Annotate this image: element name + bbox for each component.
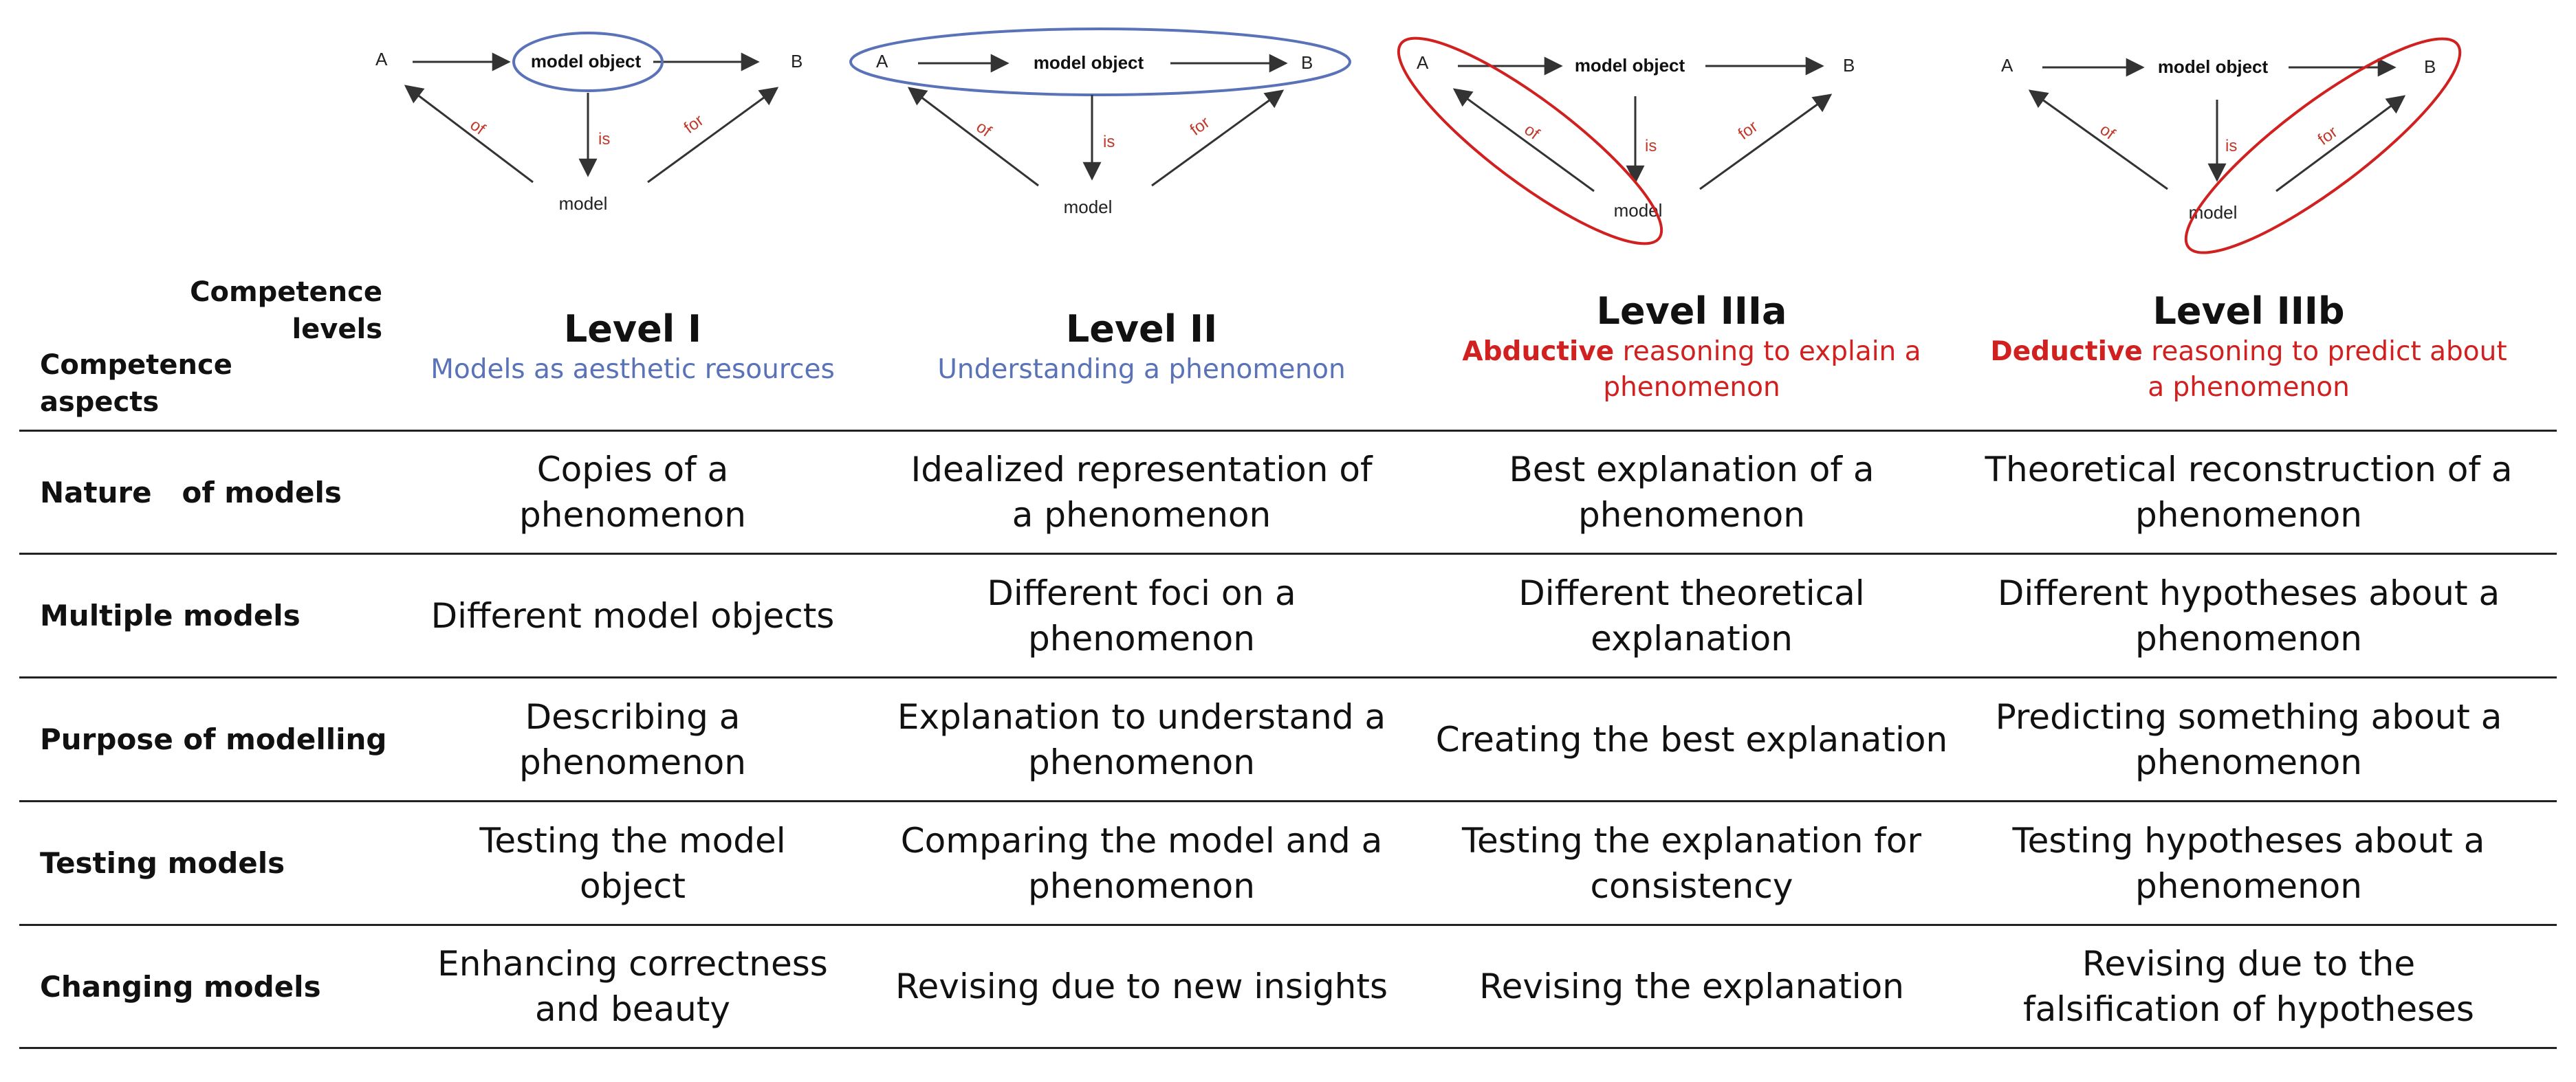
node-b: B — [1301, 52, 1313, 73]
row-label-purpose-of-modelling: Purpose of modelling — [40, 722, 387, 756]
label-is: is — [598, 130, 610, 148]
level-subtitle: Abductive reasoning to explain a phenome… — [1451, 334, 1932, 406]
node-b: B — [2424, 56, 2436, 77]
arrow-of — [1452, 88, 1595, 192]
diagram-level-2: A B model object is of for model — [839, 0, 1362, 261]
diagram-svg: A B model object is of for model — [1397, 36, 1855, 245]
arrow-of — [404, 85, 534, 184]
table-cell: Idealized representation of a phenomenon — [910, 450, 1373, 535]
highlight-ellipse — [849, 27, 1351, 96]
level-header-3a: Level IIIa Abductive reasoning to explai… — [1451, 289, 1932, 406]
level-title: Level IIIb — [2152, 289, 2345, 333]
node-model-object: model object — [2158, 56, 2269, 77]
table-cell: Testing the model object — [479, 820, 786, 906]
corner-line: Competence — [40, 349, 232, 381]
arrow-for — [1699, 93, 1833, 190]
row-label-nature-of-models: Nature of models — [40, 475, 342, 509]
corner-competence-levels: Competence levels — [138, 274, 382, 348]
table-cell: Predicting something about a phenomenon — [1995, 696, 2502, 782]
level-header-3b: Level IIIb Deductive reasoning to predic… — [1980, 289, 2517, 406]
table-rule — [19, 924, 2557, 926]
table-cell: Describing a phenomenon — [519, 696, 746, 782]
table-cell: Copies of a phenomenon — [519, 450, 746, 535]
label-for: for — [681, 111, 708, 137]
level-subtitle: Models as aesthetic resources — [430, 354, 835, 385]
level-subtitle-rest: reasoning to predict about a phenomenon — [2142, 336, 2507, 403]
table-cell: Revising due to new insights — [895, 967, 1388, 1006]
table-cell: Testing the explanation for consistency — [1461, 820, 1922, 906]
level-title: Level I — [563, 307, 702, 351]
table-cell: Different theoretical explanation — [1518, 573, 1865, 659]
table-cell: Revising the explanation — [1479, 967, 1904, 1006]
table-cell: Theoretical reconstruction of a phenomen… — [1985, 450, 2513, 535]
level-title: Level II — [1065, 307, 1218, 351]
node-b: B — [1843, 55, 1855, 76]
arrow-of — [907, 87, 1039, 187]
arrow-for — [2275, 95, 2406, 192]
row-label-testing-models: Testing models — [40, 846, 285, 880]
arrow-of — [2028, 89, 2168, 190]
level-header-1: Level I Models as aesthetic resources — [413, 307, 853, 388]
table-cell: Different model objects — [430, 595, 835, 636]
diagram-level-3a: A B model object is of for model — [1396, 0, 1891, 261]
table-cell: Comparing the model and a phenomenon — [900, 820, 1383, 906]
corner-line: levels — [292, 313, 382, 345]
table-cell: Creating the best explanation — [1435, 719, 1948, 760]
label-is: is — [1645, 137, 1657, 155]
arrow-for — [647, 87, 779, 184]
node-model-object: model object — [531, 51, 642, 71]
node-a: A — [375, 49, 388, 69]
table-cell: Best explanation of a phenomenon — [1509, 450, 1875, 535]
node-a: A — [876, 51, 888, 71]
table-cell: Enhancing correctness and beauty — [437, 944, 828, 1029]
level-subtitle-emphasis: Abductive — [1462, 336, 1615, 367]
node-model-object: model object — [1575, 55, 1685, 76]
label-is: is — [1103, 133, 1115, 151]
level-subtitle-emphasis: Deductive — [1990, 336, 2143, 367]
corner-line: Competence — [190, 276, 382, 308]
level-header-2: Level II Understanding a phenomenon — [894, 307, 1389, 388]
row-label-multiple-models: Multiple models — [40, 599, 301, 632]
level-subtitle: Deductive reasoning to predict about a p… — [1980, 334, 2517, 406]
corner-competence-aspects: Competence aspects — [40, 346, 315, 421]
diagram-level-3b: A B model object is of for model — [1980, 0, 2476, 261]
table-rule — [19, 553, 2557, 555]
diagram-svg: A B model object is of for model — [375, 32, 803, 214]
highlight-ellipse — [1397, 36, 1663, 245]
table-cell: Revising due to the falsification of hyp… — [2023, 944, 2474, 1029]
highlight-ellipse — [512, 32, 664, 92]
table-cell: Different foci on a phenomenon — [987, 573, 1296, 659]
node-model: model — [1064, 197, 1113, 217]
table-cell: Testing hypotheses about a phenomenon — [2012, 820, 2485, 906]
table-rule — [19, 676, 2557, 678]
corner-line: aspects — [40, 386, 160, 418]
node-a: A — [2001, 55, 2013, 76]
table-cell: Different hypotheses about a phenomenon — [1997, 573, 2500, 659]
node-model: model — [559, 193, 608, 214]
label-for: for — [1735, 118, 1762, 144]
level-title: Level IIIa — [1596, 289, 1787, 333]
diagram-svg: A B model object is of for model — [2001, 37, 2462, 254]
row-label-changing-models: Changing models — [40, 969, 321, 1004]
label-is: is — [2225, 137, 2237, 155]
table-rule — [19, 800, 2557, 802]
diagram-svg: A B model object is of for model — [849, 27, 1351, 217]
arrow-for — [1151, 89, 1285, 187]
table-rule — [19, 430, 2557, 432]
label-for: for — [1187, 113, 1214, 140]
node-model-object: model object — [1034, 52, 1144, 73]
table-cell: Explanation to understand a phenomenon — [897, 696, 1386, 782]
node-b: B — [791, 51, 803, 71]
level-subtitle-rest: reasoning to explain a phenomenon — [1603, 336, 1921, 403]
highlight-ellipse — [2184, 37, 2462, 254]
level-subtitle: Understanding a phenomenon — [937, 354, 1346, 385]
diagram-level-1: A B model object is of for model — [364, 0, 832, 261]
node-a: A — [1417, 52, 1429, 73]
table-rule — [19, 1047, 2557, 1049]
